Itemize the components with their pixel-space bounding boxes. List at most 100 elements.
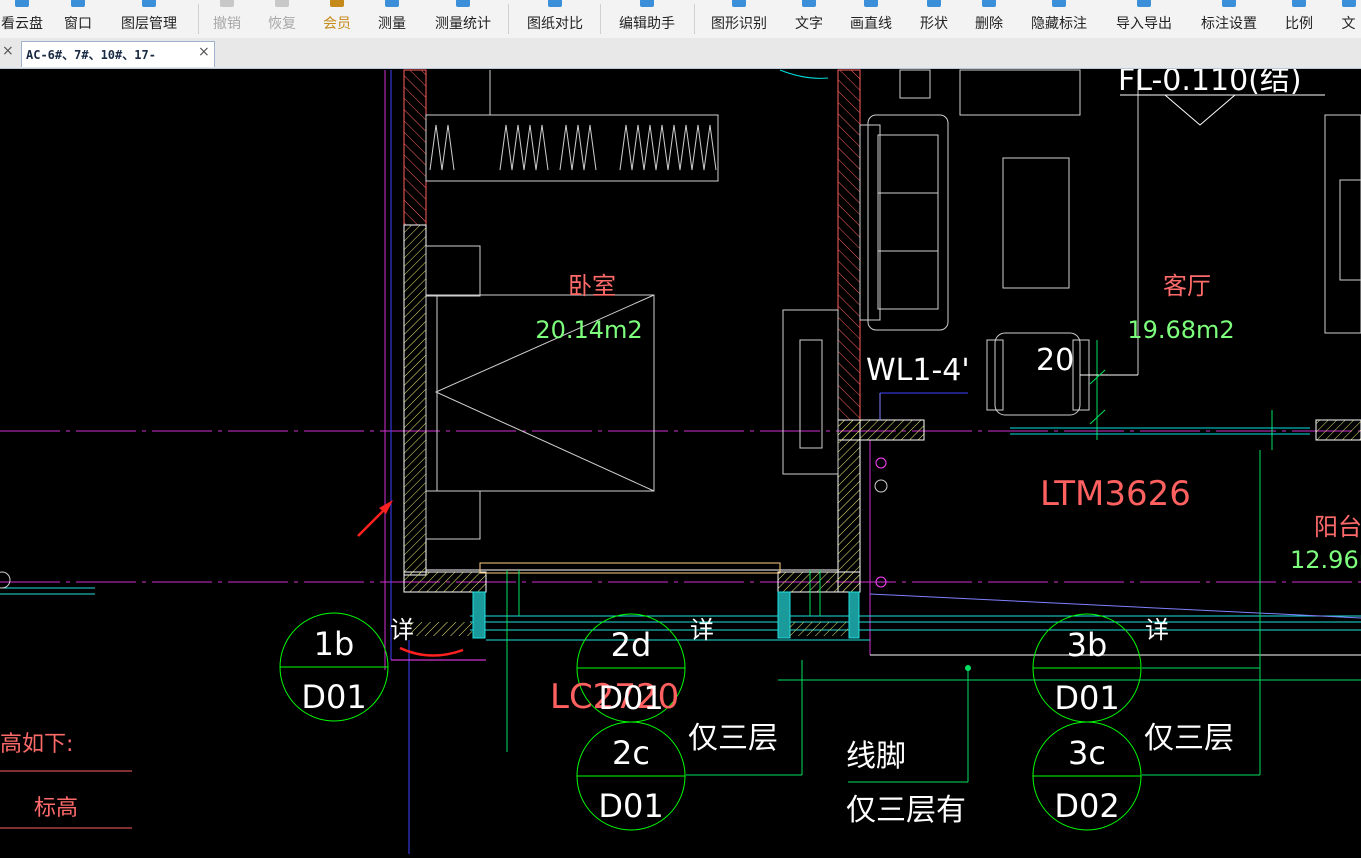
undo-icon (217, 0, 237, 7)
toolbar-button-12[interactable]: 画直线 (843, 0, 899, 38)
vip-icon (327, 0, 347, 7)
callout-bottom: D01 (301, 678, 366, 716)
elevation-label: FL-0.110(结) (1118, 69, 1302, 98)
cad-drawing[interactable]: 卧室 20.14m2 客厅 19.68m2 阳台 12.96m FL-0.110… (0, 63, 1361, 854)
toolbar-button-6[interactable]: 测量 (370, 0, 414, 38)
callout-top: 2c (612, 734, 650, 772)
document-tab-bar: × AC-6#、7#、10#、17- × (0, 38, 1361, 69)
room-area-balcony: 12.96m (1290, 546, 1361, 574)
line-icon (861, 0, 881, 7)
dimension-label: 20 (1036, 343, 1074, 378)
compare-icon (545, 0, 565, 7)
callout-top: 3c (1068, 734, 1106, 772)
callout-bottom: D01 (598, 787, 663, 825)
toolbar-button-label: 恢复 (268, 16, 296, 32)
main-toolbar: 看云盘 窗口 图层管理 撤销 恢复 会员 测量 测量统计 图纸对比 编辑助手 图形识别 文字 画直线 形状… (0, 0, 1361, 39)
toolbar-button-13[interactable]: 形状 (910, 0, 958, 38)
tab-title: AC-6#、7#、10#、17- (26, 48, 156, 62)
toolbar-button-label: 比例 (1285, 16, 1313, 32)
detail-mark: 详 (390, 616, 414, 644)
toolbar-button-10[interactable]: 图形识别 (703, 0, 775, 38)
toolbar-button-5[interactable]: 会员 (317, 0, 357, 38)
red-annotation-arrow-icon (357, 500, 393, 537)
toolbar-button-9[interactable]: 编辑助手 (612, 0, 682, 38)
toolbar-button-label: 测量统计 (435, 16, 491, 32)
legend-title: 高如下: (0, 732, 73, 757)
room-area-bedroom: 20.14m2 (535, 316, 642, 344)
toolbar-button-label: 编辑助手 (619, 16, 675, 32)
toolbar-button-label: 隐藏标注 (1031, 16, 1087, 32)
toolbar-button-label: 文字 (795, 16, 823, 32)
legend-header: 标高 (34, 796, 78, 821)
toolbar-button-14[interactable]: 删除 (967, 0, 1011, 38)
close-previous-tab-icon[interactable]: × (2, 43, 14, 59)
cloud-icon (12, 0, 32, 7)
room-name-bedroom: 卧室 (568, 272, 616, 300)
toolbar-button-label: 画直线 (850, 16, 892, 32)
toolbar-button-label: 图层管理 (121, 16, 177, 32)
callout-top: 2d (611, 626, 652, 664)
toolbar-separator (198, 4, 199, 34)
note-text: 仅三层有 (846, 793, 966, 828)
layers-icon (139, 0, 159, 7)
toolbar-separator (600, 4, 601, 34)
measure-icon (382, 0, 402, 7)
bedroom-walls (403, 69, 1361, 593)
detail-mark: 详 (1145, 616, 1169, 644)
toolbar-button-1[interactable]: 窗口 (55, 0, 101, 38)
door-tag: LTM3626 (1040, 474, 1191, 514)
toolbar-button-label: 测量 (378, 16, 406, 32)
red-underline-mark (399, 646, 464, 657)
toolbar-button-16[interactable]: 导入导出 (1108, 0, 1180, 38)
toolbar-button-7[interactable]: 测量统计 (427, 0, 499, 38)
callout-top: 1b (314, 625, 355, 663)
toolbar-button-17[interactable]: 标注设置 (1195, 0, 1263, 38)
toolbar-button-label: 窗口 (64, 16, 92, 32)
note-text: 线脚 (846, 739, 906, 774)
measure-stats-icon (453, 0, 473, 7)
callout-bottom: D01 (598, 679, 663, 717)
toolbar-button-label: 撤销 (213, 16, 241, 32)
toolbar-button-2[interactable]: 图层管理 (115, 0, 183, 38)
toolbar-button-8[interactable]: 图纸对比 (520, 0, 590, 38)
toolbar-button-3[interactable]: 撤销 (203, 0, 251, 38)
toolbar-button-label: 标注设置 (1201, 16, 1257, 32)
toolbar-button-15[interactable]: 隐藏标注 (1026, 0, 1092, 38)
drawing-canvas[interactable]: 卧室 20.14m2 客厅 19.68m2 阳台 12.96m FL-0.110… (0, 63, 1361, 854)
toolbar-button-label: 会员 (323, 16, 351, 32)
room-area-living: 19.68m2 (1127, 316, 1234, 344)
callout-bottom: D02 (1054, 787, 1119, 825)
callout-circles (279, 612, 1142, 831)
shape-recognize-icon (729, 0, 749, 7)
toolbar-button-label: 图形识别 (711, 16, 767, 32)
note-text: 仅三层 (688, 721, 778, 756)
toolbar-button-0[interactable]: 看云盘 (0, 0, 44, 38)
redo-icon (272, 0, 292, 7)
toolbar-button-11[interactable]: 文字 (788, 0, 830, 38)
toolbar-button-label: 删除 (975, 16, 1003, 32)
toolbar-button-label: 图纸对比 (527, 16, 583, 32)
toolbar-button-label: 文 (1341, 16, 1356, 32)
file-icon (1339, 0, 1359, 7)
toolbar-button-18[interactable]: 比例 (1278, 0, 1320, 38)
toolbar-button-label: 导入导出 (1116, 16, 1172, 32)
toolbar-separator (694, 4, 695, 34)
toolbar-button-19[interactable]: 文 (1336, 0, 1361, 38)
import-export-icon (1134, 0, 1154, 7)
callout-bottom: D01 (1054, 679, 1119, 717)
living-furniture (859, 69, 1361, 416)
bedroom-furniture (425, 70, 839, 540)
toolbar-button-4[interactable]: 恢复 (258, 0, 306, 38)
shape-icon (924, 0, 944, 7)
toolbar-button-label: 看云盘 (1, 16, 43, 32)
room-name-balcony: 阳台 (1314, 513, 1361, 541)
tab-current-drawing[interactable]: AC-6#、7#、10#、17- × (21, 41, 215, 67)
close-tab-icon[interactable]: × (198, 44, 210, 60)
note-text: 仅三层 (1144, 721, 1234, 756)
toolbar-button-label: 形状 (920, 16, 948, 32)
delete-icon (979, 0, 999, 7)
scale-icon (1289, 0, 1309, 7)
hide-annotation-icon (1049, 0, 1069, 7)
text-icon (799, 0, 819, 7)
room-name-living: 客厅 (1163, 272, 1211, 300)
